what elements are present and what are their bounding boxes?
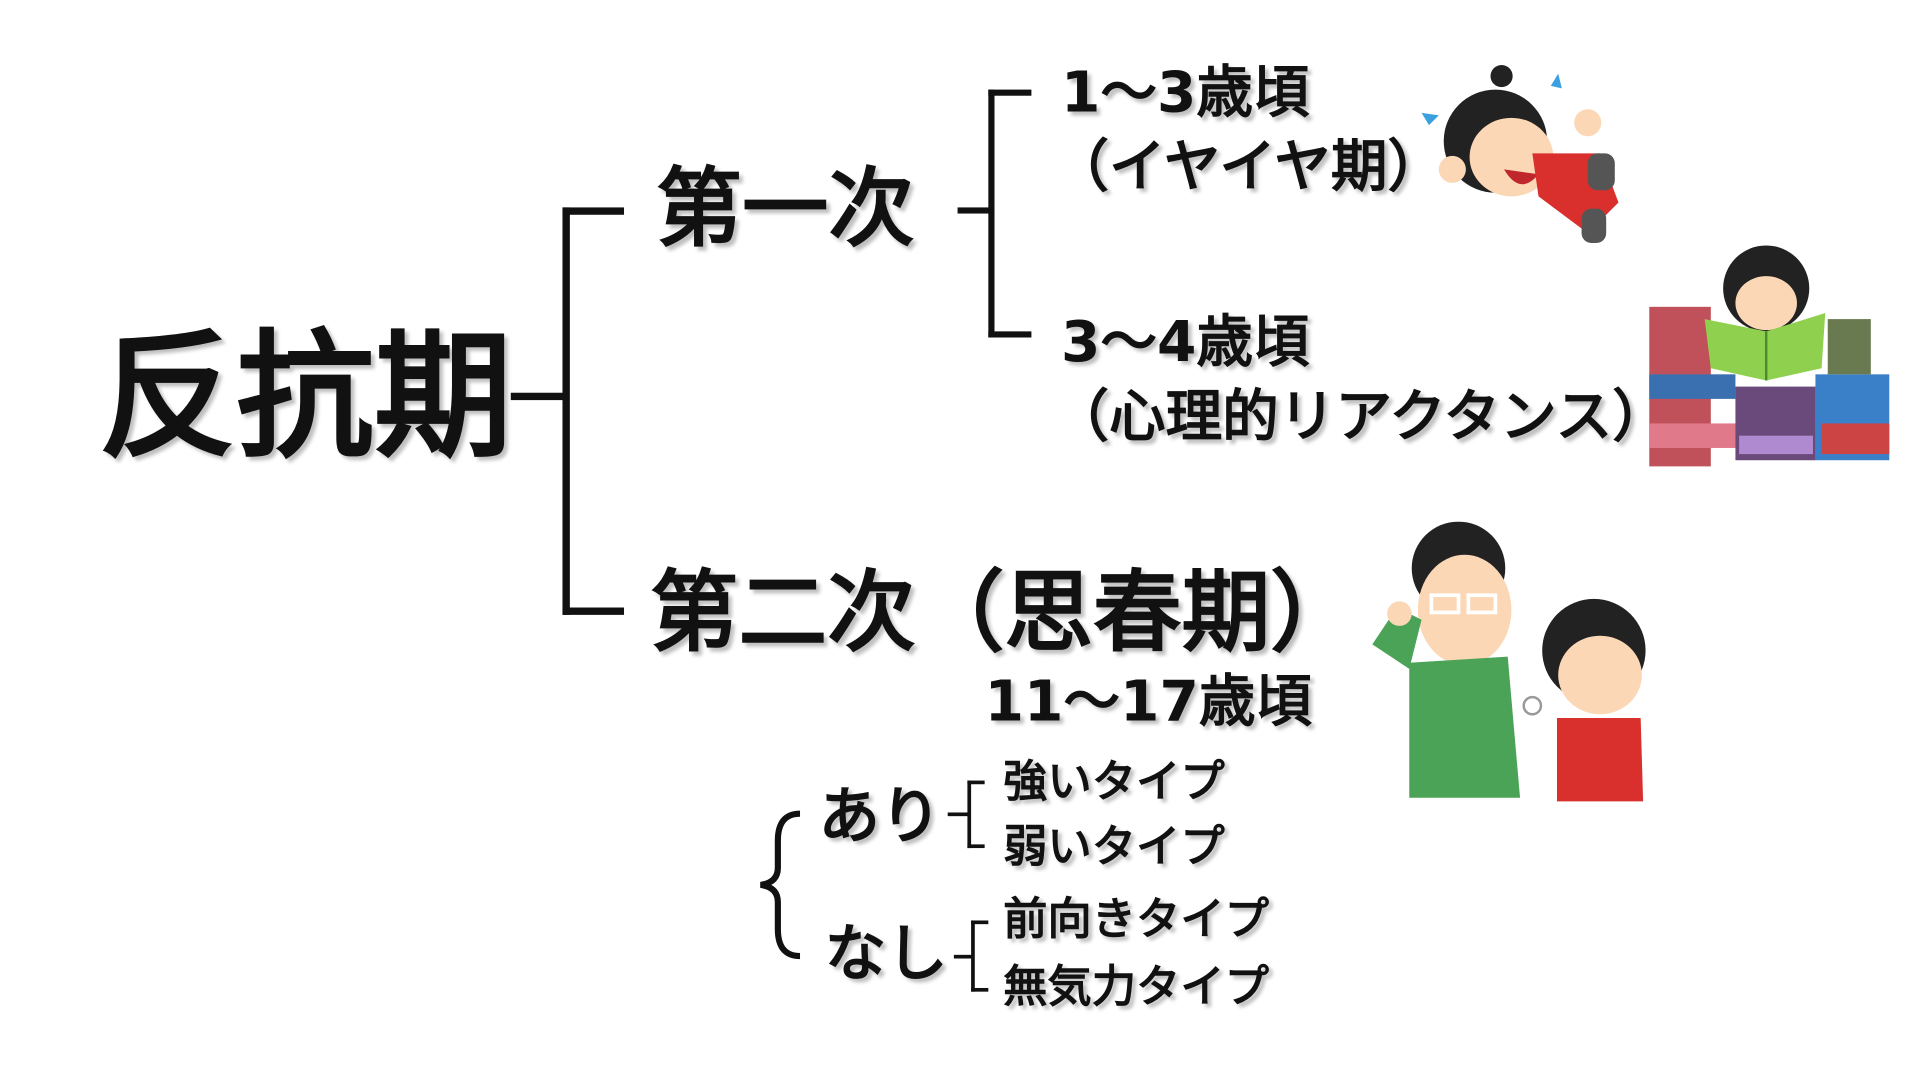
stage1-age: 1～3歳頃 bbox=[1060, 58, 1310, 126]
connector bbox=[988, 331, 1032, 338]
second-age: 11～17歳頃 bbox=[984, 667, 1313, 734]
second-title: 第二次（思春期） bbox=[649, 560, 1359, 664]
bracket-with bbox=[967, 780, 972, 849]
stage2-age: 3～4歳頃 bbox=[1060, 308, 1310, 375]
with-label: あり bbox=[818, 780, 942, 852]
tantrum-girl-illustration bbox=[1421, 65, 1619, 244]
type-apathetic: 無気力タイプ bbox=[1003, 962, 1269, 1013]
connector bbox=[562, 207, 625, 215]
connector bbox=[953, 954, 973, 959]
first-title: 第一次 bbox=[656, 158, 915, 259]
stage1-name: （イヤイヤ期） bbox=[1052, 132, 1445, 199]
curly-brace bbox=[760, 810, 801, 960]
connector bbox=[971, 920, 989, 925]
bracket-first bbox=[988, 89, 995, 338]
type-positive: 前向きタイプ bbox=[1003, 894, 1269, 946]
connector bbox=[967, 844, 985, 849]
connector bbox=[510, 392, 569, 401]
connector bbox=[967, 780, 985, 785]
connector bbox=[971, 987, 989, 992]
bracket-without bbox=[971, 920, 975, 992]
connector bbox=[562, 607, 625, 615]
without-label: なし bbox=[824, 918, 948, 990]
father-daughter-illustration bbox=[1372, 521, 1646, 802]
type-strong: 強いタイプ bbox=[1003, 757, 1225, 808]
bracket-main bbox=[562, 207, 570, 615]
root-label: 反抗期 bbox=[98, 317, 513, 478]
connector bbox=[957, 207, 995, 214]
reading-girl-illustration bbox=[1649, 245, 1890, 467]
type-weak: 弱いタイプ bbox=[1003, 822, 1225, 873]
connector bbox=[947, 812, 970, 817]
connector bbox=[988, 89, 1032, 96]
stage2-name: （心理的リアクタンス） bbox=[1052, 382, 1669, 450]
